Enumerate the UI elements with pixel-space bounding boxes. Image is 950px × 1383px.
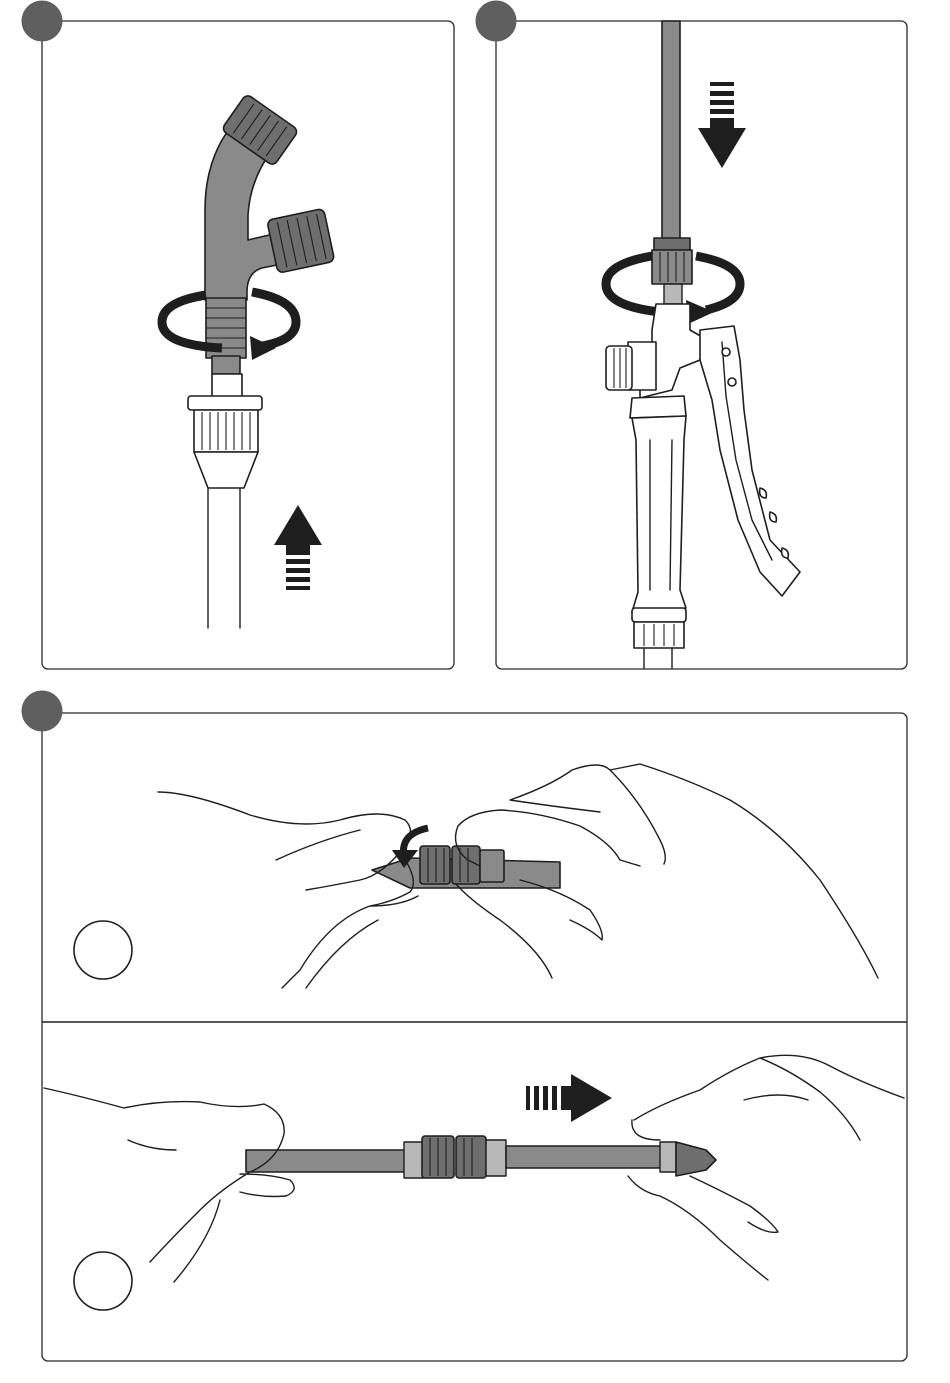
panel-1 <box>22 1 454 669</box>
substep-marker-b <box>74 1252 132 1310</box>
substep-marker-a <box>74 921 132 979</box>
step-marker-3 <box>22 691 62 731</box>
panel-3 <box>22 691 907 1361</box>
step-marker-1 <box>22 1 62 41</box>
panel-2 <box>476 1 907 669</box>
step-marker-2 <box>476 1 516 41</box>
